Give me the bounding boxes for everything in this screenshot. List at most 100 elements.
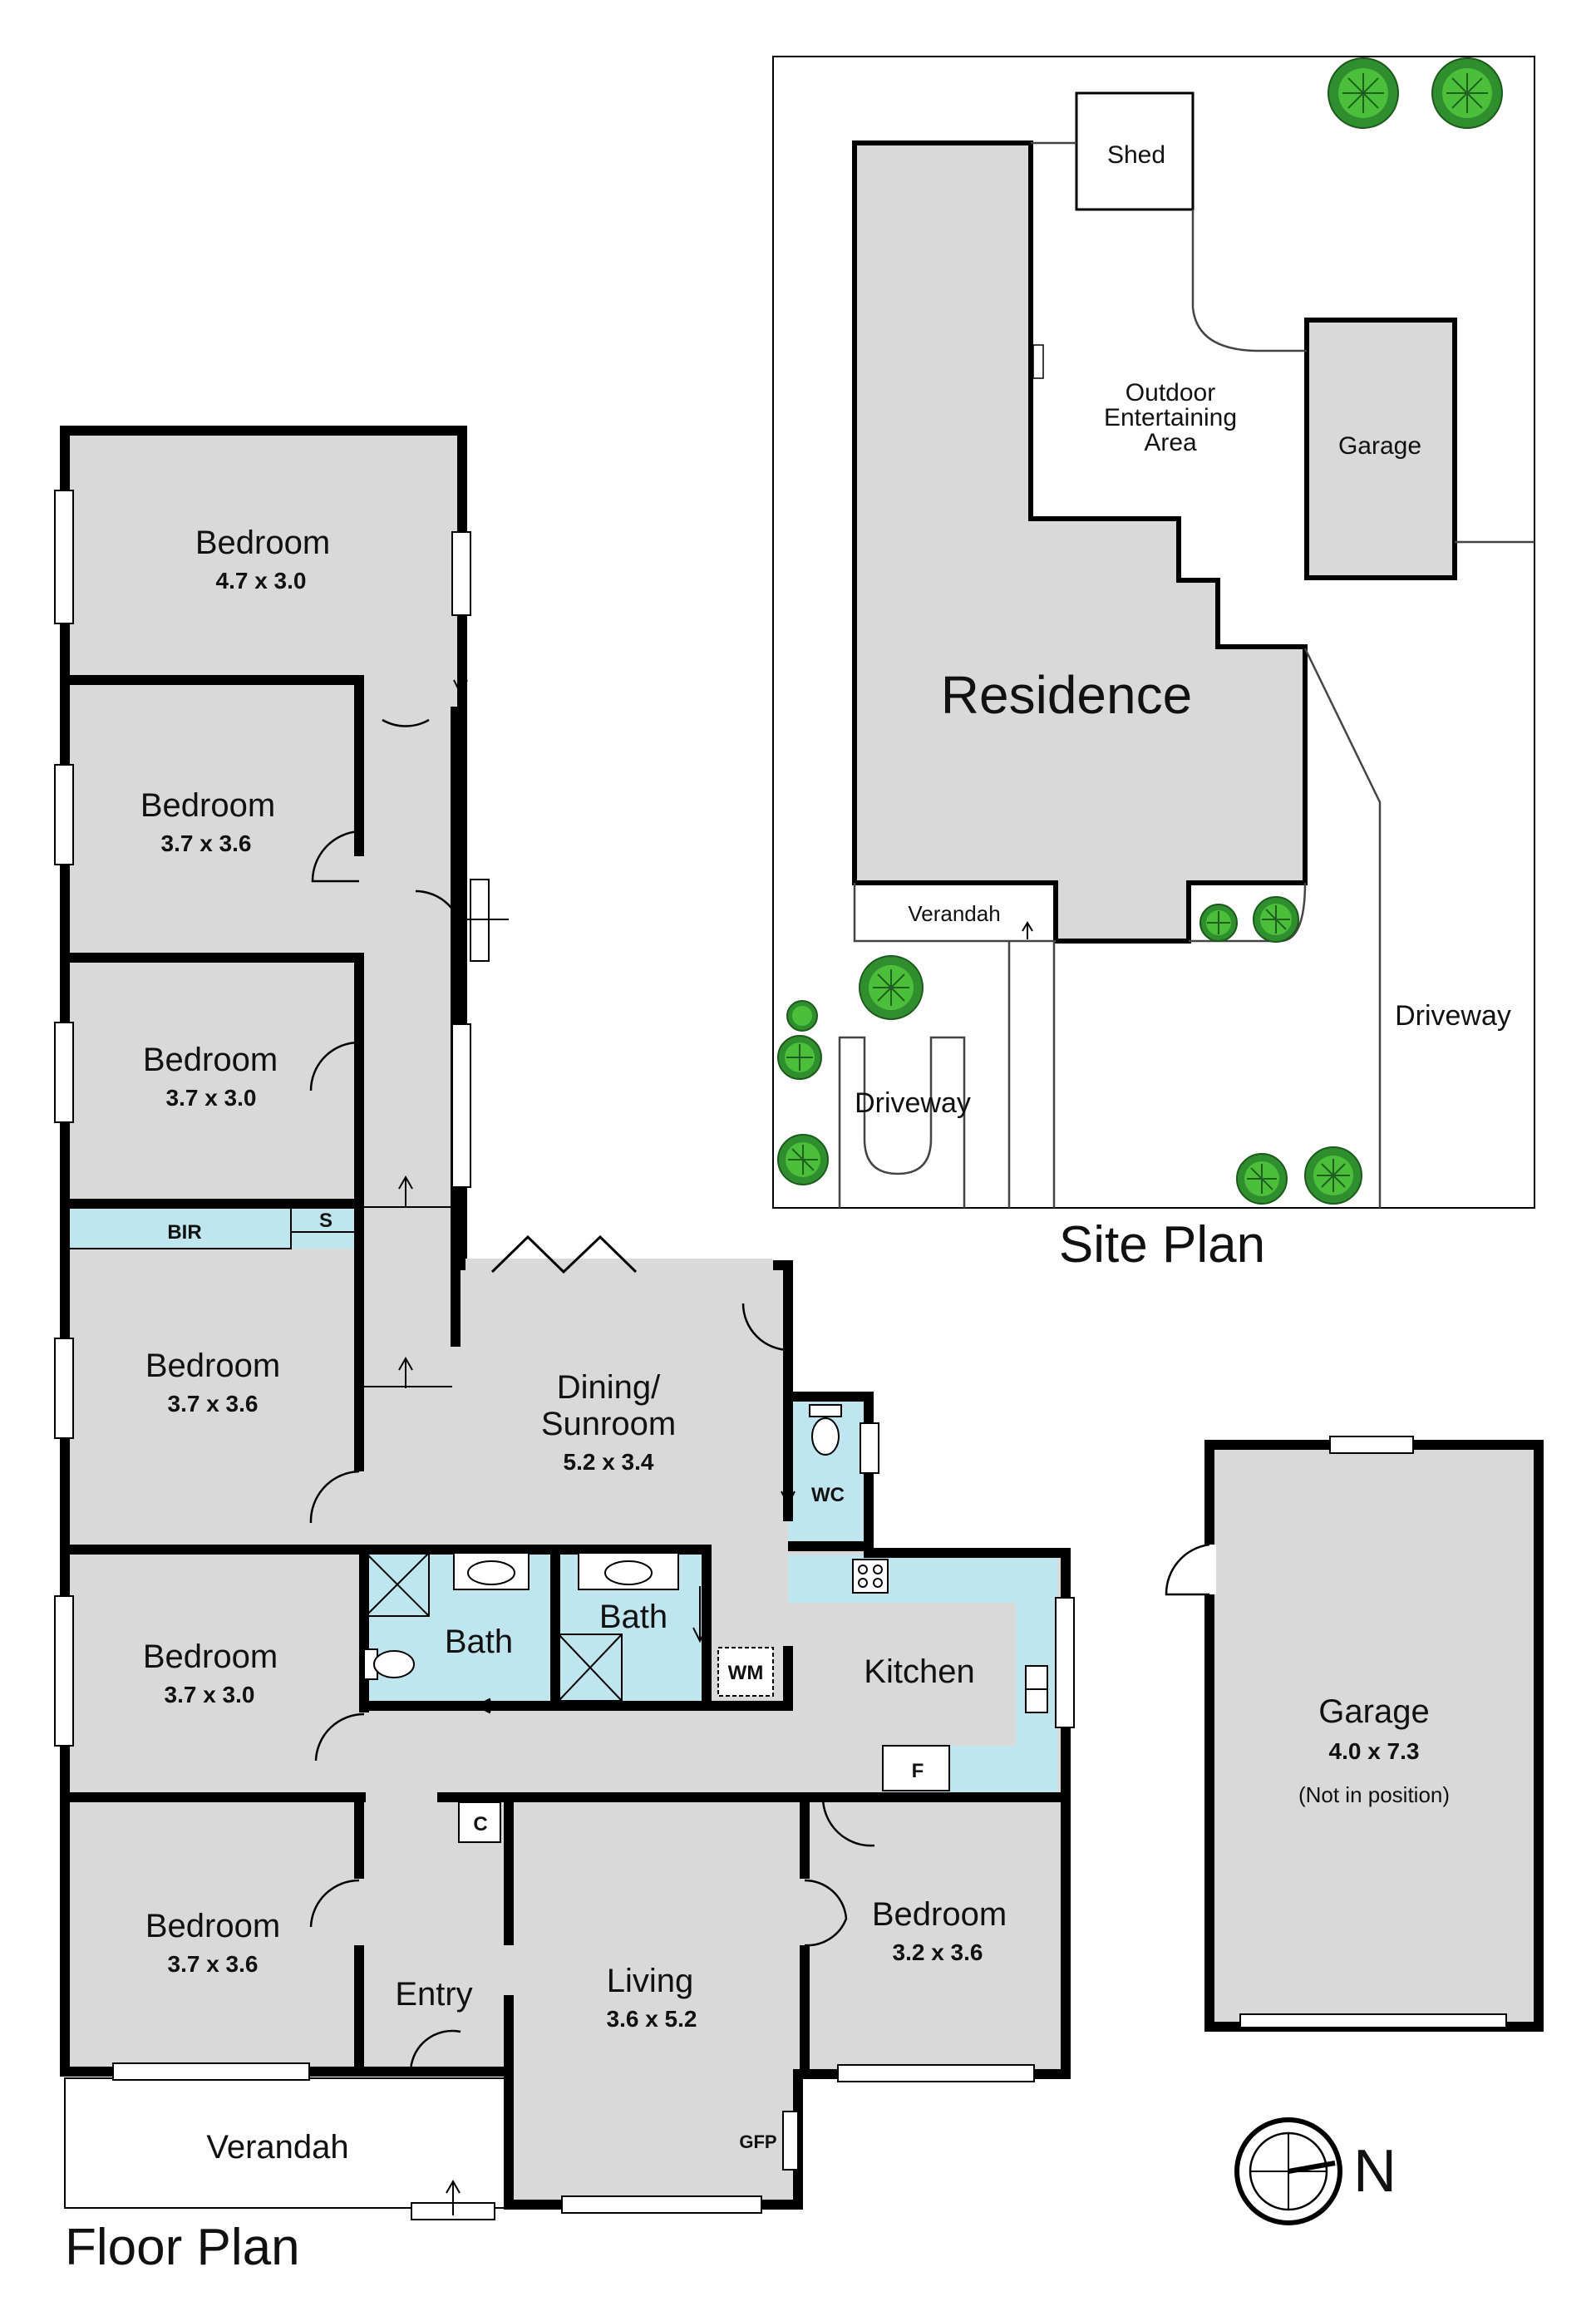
dining-dims: 5.2 x 3.4: [564, 1449, 654, 1475]
shower-1: [365, 1552, 430, 1617]
bifold-door: [490, 1234, 638, 1274]
compass-label: N: [1353, 2138, 1396, 2205]
north-arrow-icon: [1288, 2161, 1336, 2174]
site-verandah-outline: [853, 883, 1056, 943]
outdoor-label-3: Area: [1144, 429, 1197, 456]
basin-2-bowl: [604, 1560, 653, 1585]
c-label: C: [473, 1813, 487, 1836]
toilet-wc-bowl: [811, 1417, 840, 1456]
shed: [1075, 91, 1195, 211]
door-hall-linen: [415, 889, 464, 939]
outdoor-label-1: Outdoor: [1126, 379, 1215, 407]
window-bed1-east: [451, 531, 471, 616]
burner-4: [873, 1578, 883, 1588]
window-living: [561, 2195, 762, 2214]
garage-door: [1239, 2013, 1507, 2028]
cooktop: [852, 1559, 889, 1594]
residence-window: [1032, 344, 1044, 379]
shower-1-cross: [365, 1552, 430, 1617]
window-bed6: [112, 2062, 310, 2081]
bedroom2-dims: 3.7 x 3.6: [161, 830, 252, 856]
tree-3: [859, 955, 924, 1020]
door-bed7: [804, 1879, 848, 1947]
garage-window: [1329, 1436, 1414, 1454]
site-plan: Shed Outdoor Entertaining Area Garage Re…: [772, 56, 1535, 1274]
window-hall: [451, 1023, 471, 1188]
tree-8: [1253, 896, 1299, 943]
shower-2-cross: [558, 1634, 623, 1702]
wall-bed1-bed2: [65, 675, 364, 856]
burner-2: [873, 1565, 883, 1574]
site-entry-arrow: [1022, 921, 1033, 939]
f-box: [882, 1745, 950, 1791]
arrow-hall-2: [398, 1356, 413, 1388]
bath2-label: Bath: [599, 1599, 667, 1635]
arrow-hall-1: [398, 1175, 413, 1207]
basin-1-bowl: [467, 1560, 515, 1585]
s-label: S: [319, 1210, 332, 1232]
tree-7: [1199, 904, 1238, 942]
driveway-edge: [1303, 648, 1382, 1208]
tree-6: [777, 1134, 829, 1185]
s-outline: [290, 1205, 357, 1233]
bedroom6-label: Bedroom: [145, 1908, 280, 1944]
wm-box: [717, 1647, 774, 1697]
tree-4: [786, 1000, 818, 1032]
garage-label: Garage: [1318, 1693, 1429, 1730]
bedroom6-dims: 3.7 x 3.6: [168, 1951, 259, 1977]
door-bed1: [382, 718, 430, 727]
window-wc: [860, 1422, 879, 1474]
garage-side-door-gap: [1203, 1545, 1216, 1594]
compass: N: [1234, 2117, 1396, 2225]
tree-10: [1304, 1146, 1362, 1205]
floor-plan-title: Floor Plan: [65, 2219, 300, 2276]
bedroom7-label: Bedroom: [872, 1896, 1007, 1933]
arrow-bed1: [453, 627, 468, 696]
door-dining-side: [741, 1303, 791, 1352]
window-kitchen: [1055, 1597, 1075, 1728]
door-bed4: [309, 1470, 360, 1524]
tree-5: [777, 1035, 822, 1080]
toilet-1-bowl: [373, 1650, 415, 1678]
garage-floor: [1209, 1445, 1539, 2027]
verandah-label: Verandah: [206, 2129, 348, 2166]
wm-label: WM: [728, 1662, 764, 1684]
verandah-outline: [64, 2077, 508, 2209]
driveway-loop: [838, 1036, 966, 1208]
dining-label-2: Sunroom: [541, 1406, 676, 1442]
residence-label: Residence: [941, 665, 1192, 725]
garage-side-door: [1165, 1543, 1210, 1596]
site-garage-label: Garage: [1338, 432, 1421, 460]
site-garage: [1304, 318, 1457, 580]
garage-plan: Garage 4.0 x 7.3 (Not in position): [1165, 1436, 1544, 2032]
door-bed3: [309, 1041, 360, 1091]
front-path: [1007, 941, 1056, 1208]
entry-label: Entry: [395, 1976, 472, 2013]
bir-floor: [65, 1205, 354, 1249]
tree-2: [1431, 57, 1503, 129]
hall-step-lines: [359, 1206, 452, 1387]
bir-label: BIR: [167, 1221, 201, 1244]
arrow-bath1: [474, 1698, 532, 1714]
door-bed2: [311, 830, 360, 883]
c-box: [458, 1801, 501, 1843]
residence-footprint: [852, 140, 1308, 944]
window-bed2: [54, 764, 74, 865]
burner-1: [858, 1565, 868, 1574]
living-label: Living: [607, 1963, 694, 1999]
gfp-box: [782, 2111, 799, 2171]
door-bed6: [309, 1879, 360, 1928]
living-dims: 3.6 x 5.2: [607, 2006, 697, 2032]
wc-label: WC: [811, 1484, 845, 1506]
path-line: [1191, 209, 1307, 352]
bedroom1-dims: 4.7 x 3.0: [216, 568, 307, 594]
window-bed3: [54, 1022, 74, 1123]
window-bed7: [837, 2064, 1035, 2082]
kitchen-west-wall: [707, 1646, 793, 1711]
bedroom1-label: Bedroom: [195, 525, 330, 561]
driveway-left-label: Driveway: [855, 1087, 971, 1119]
arrow-wc: [781, 1463, 796, 1507]
dining-opening: [466, 1259, 773, 1272]
window-bed4: [54, 1338, 74, 1439]
